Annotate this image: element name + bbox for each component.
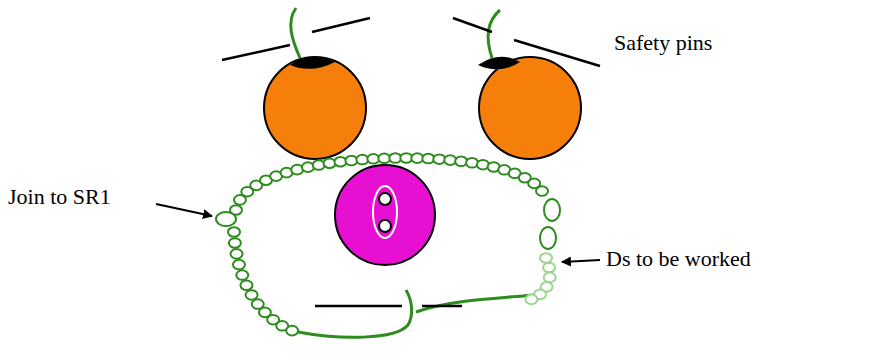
double-stitch [543,263,555,273]
double-stitch [231,249,243,259]
bead [479,57,581,159]
double-stitch [544,273,556,283]
thread [298,290,412,337]
double-stitch [536,186,548,196]
button-hole [379,193,391,205]
bead-hole [290,57,335,69]
callout-label: Join to SR1 [8,184,111,210]
thread [416,295,535,312]
double-stitches [228,153,556,335]
double-stitch [229,238,241,248]
picot [540,227,556,249]
double-stitch [233,260,245,270]
safety-pin [222,45,290,60]
thread [488,10,500,58]
double-stitch [540,253,552,263]
double-stitch [240,280,252,290]
double-stitch [236,270,248,280]
safety-pin [453,18,492,32]
bead-hole [478,57,520,70]
button-hole [379,220,391,232]
callout-label: Safety pins [614,30,712,56]
bead [264,57,366,159]
picot [216,212,236,226]
safety-pin [312,18,370,32]
double-stitch [286,326,298,336]
double-stitch [228,227,240,237]
callout-label: Ds to be worked [606,246,751,272]
leader-arrow [156,204,212,216]
double-stitch [246,290,258,300]
leader-arrow [562,260,600,262]
thread [291,8,300,58]
safety-pin [422,305,462,308]
double-stitch [525,295,537,305]
button-thread [373,186,397,238]
picot [544,199,560,221]
button [335,165,435,265]
safety-pin [315,305,402,308]
safety-pin [514,40,600,66]
